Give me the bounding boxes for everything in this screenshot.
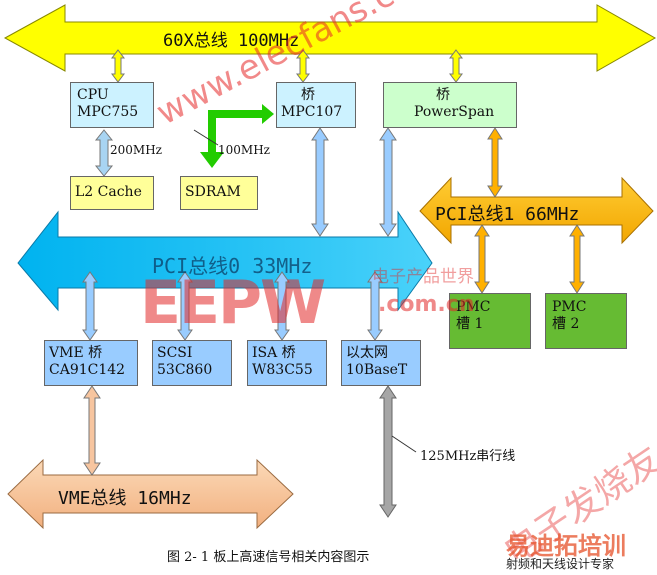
- l2-cache-label: L2 Cache: [75, 184, 142, 200]
- serial-line-leader: [391, 435, 417, 453]
- bus-vme-label: VME总线 16MHz: [58, 488, 192, 509]
- vme-bridge-label-1: VME 桥: [49, 345, 103, 361]
- vme-bridge-box: VME 桥 CA91C142: [44, 340, 138, 386]
- sdram-label: SDRAM: [185, 184, 241, 200]
- connector-pci0-scsi: [177, 271, 193, 341]
- connector-powerspan-60x: [449, 49, 463, 83]
- bus-pci0-arrow: [17, 210, 433, 312]
- pmc-slot-2-box: PMC 槽 2: [545, 293, 627, 349]
- ethernet-label-1: 以太网: [346, 345, 388, 361]
- bridge-mpc107-label-2: MPC107: [281, 104, 343, 120]
- pmc-slot-2-label-2: 槽 2: [552, 316, 580, 332]
- bus-pci0-label: PCI总线0 33MHz: [152, 254, 313, 278]
- connector-mpc107-60x: [296, 49, 310, 83]
- connector-powerspan-pci1: [487, 127, 503, 198]
- sdram-box: SDRAM: [180, 176, 258, 210]
- connector-ethernet-serial: [379, 385, 397, 518]
- isa-bridge-label-2: W83C55: [252, 362, 313, 378]
- vme-bridge-label-2: CA91C142: [49, 362, 126, 378]
- pmc-slot-1-label-1: PMC: [456, 299, 491, 315]
- scsi-label-1: SCSI: [157, 345, 193, 361]
- pmc-slot-2-label-1: PMC: [552, 299, 587, 315]
- isa-bridge-label-1: ISA 桥: [252, 345, 296, 361]
- bus-pci1-label: PCI总线1 66MHz: [435, 204, 580, 225]
- figure-caption: 图 2- 1 板上高速信号相关内容图示: [167, 550, 370, 565]
- pmc-slot-1-label-2: 槽 1: [456, 316, 484, 332]
- bus-pci1-arrow: [419, 176, 654, 245]
- bridge-powerspan-label-1: 桥: [436, 87, 450, 103]
- connector-pci0-ethernet: [367, 271, 383, 341]
- scsi-box: SCSI 53C860: [152, 340, 232, 386]
- connector-powerspan-pci0: [379, 127, 397, 237]
- serial-line-label: 125MHz串行线: [420, 449, 516, 464]
- bus-60x-arrow: [3, 4, 657, 72]
- bridge-powerspan-label-2: PowerSpan: [414, 104, 495, 120]
- connector-pci1-pmc2: [569, 224, 585, 294]
- bridge-mpc107-label-1: 桥: [301, 87, 315, 103]
- l2-speed-label: 200MHz: [110, 143, 162, 157]
- connector-pci1-pmc1: [474, 224, 490, 294]
- ethernet-label-2: 10BaseT: [346, 362, 408, 378]
- sdram-speed-label: 100MHz: [218, 143, 270, 157]
- ethernet-box: 以太网 10BaseT: [341, 340, 421, 386]
- bridge-powerspan-box: 桥 PowerSpan: [383, 82, 517, 128]
- cpu-label-1: CPU: [77, 87, 109, 103]
- l2-cache-box: L2 Cache: [70, 176, 154, 210]
- bus-60x-label: 60X总线 100MHz: [163, 31, 300, 51]
- connector-pci0-vme: [82, 271, 98, 341]
- scsi-label-2: 53C860: [157, 362, 213, 378]
- cpu-label-2: MPC755: [77, 104, 139, 120]
- connector-cpu-60x: [111, 49, 125, 83]
- connector-mpc107-pci0: [311, 127, 329, 237]
- pmc-slot-1-box: PMC 槽 1: [449, 293, 531, 349]
- bridge-mpc107-box: 桥 MPC107: [276, 82, 356, 128]
- bus-vme-arrow: [7, 458, 294, 530]
- connector-vmebridge-vmebus: [83, 385, 101, 476]
- cpu-box: CPU MPC755: [70, 82, 154, 128]
- connector-mpc107-sdram: [200, 104, 274, 168]
- isa-bridge-box: ISA 桥 W83C55: [247, 340, 327, 386]
- sdram-speed-leader: [193, 129, 219, 146]
- connector-pci0-isa: [274, 271, 290, 341]
